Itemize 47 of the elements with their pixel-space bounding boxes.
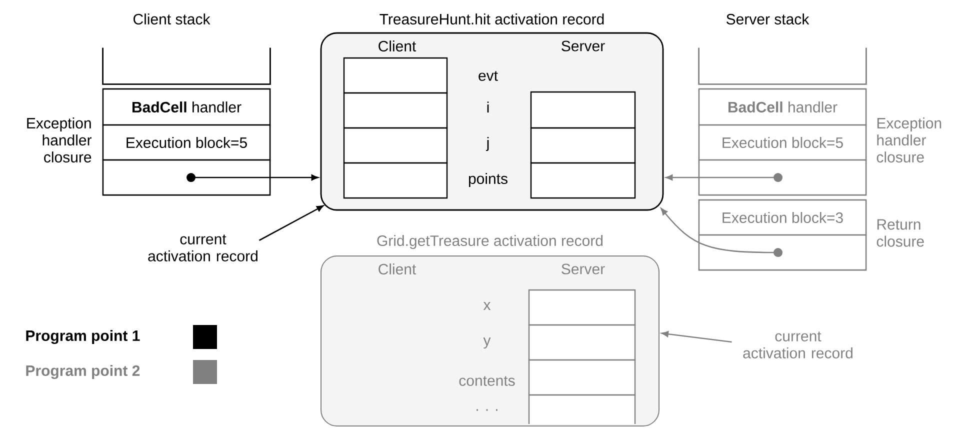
variable-name: x [483,302,491,310]
stack-slot: BadCell handler [698,88,867,126]
stack-label: Server stack [726,14,810,24]
variable-slot [530,162,636,199]
variable-name: i [487,102,489,112]
variable-name: y [483,338,491,349]
variable-slot [528,359,636,396]
variable-name: contents [459,376,515,386]
arrow [186,173,318,182]
variable-slot [528,324,636,361]
variable-name: evt [478,71,498,81]
arrow [258,205,324,241]
legend-label: Program point 2 [26,364,140,380]
arrow [666,173,782,182]
stack-slot: Execution block=3 [698,199,867,236]
side-note: Return closure [876,219,924,247]
stack-slot: BadCell handler [102,88,271,126]
stack-slot: Execution block=5 [102,124,271,161]
variable-slot [530,91,636,129]
side-note: Exception handler closure [27,118,92,162]
variable-slot [343,127,448,164]
column-header: Client [378,40,416,52]
column-header: Server [562,40,605,52]
variable-name: points [468,173,508,187]
record-title: Grid.getTreasure activation record [377,235,603,249]
stack-slot: Execution block=5 [698,124,867,161]
side-note: Exception handler closure [876,118,942,162]
variable-slot [343,57,448,94]
arrow [660,208,782,257]
variable-slot [343,92,448,129]
stack-slot [698,159,867,196]
legend-label: Program point 1 [26,330,140,344]
variable-slot [528,289,636,326]
variable-slot [343,162,448,199]
stack-slot [102,159,271,196]
column-header: Client [378,264,416,274]
variable-slot [530,127,636,164]
column-header: Server [562,264,605,274]
record-title: TreasureHunt.hit activation record [380,14,604,24]
arrow [661,331,732,343]
variable-slot [528,394,636,424]
stack-slot [698,234,867,271]
callout-text: current activation record [743,332,852,358]
callout-text: current activation record [148,234,258,262]
stack-label: Client stack [134,14,210,24]
variable-name: j [486,137,489,151]
variable-name: . . . [476,409,498,411]
